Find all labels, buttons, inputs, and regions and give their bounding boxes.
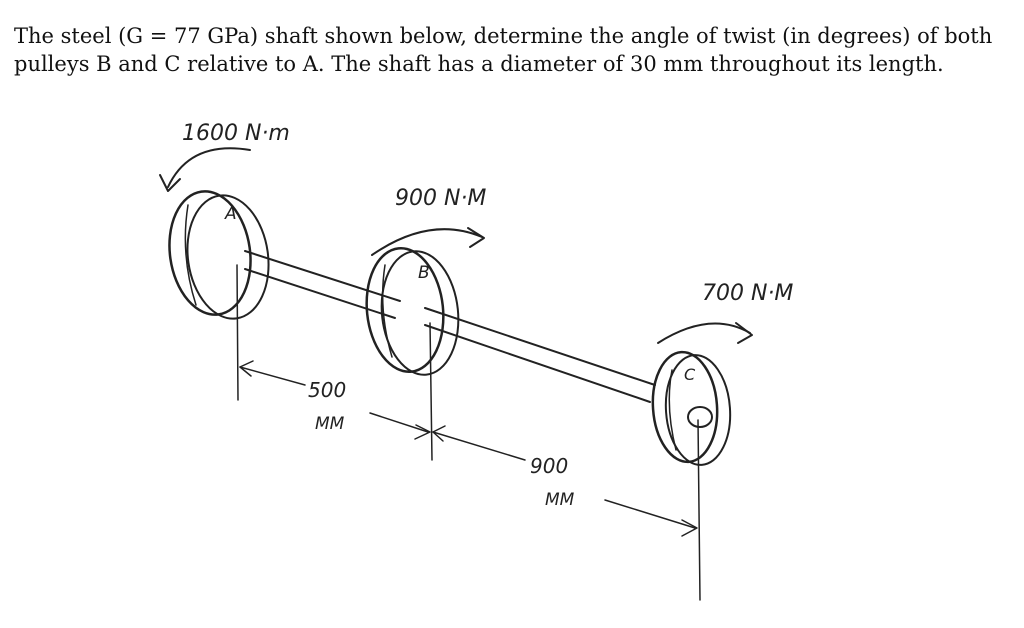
shaft-diagram: A B C 1600 N·m 900 N·M 700 N·M — [159, 121, 793, 601]
label-c: C — [684, 365, 696, 384]
dim-ab-value: 500 — [308, 378, 346, 402]
pulley-c — [651, 350, 732, 466]
dimension-line-ab — [239, 360, 431, 440]
extension-line-c — [697, 419, 701, 601]
dimension-line-bc — [432, 425, 698, 537]
dim-bc-value: 900 — [530, 454, 568, 478]
pulley-a — [168, 190, 270, 320]
shaft-ab-top-edge — [244, 250, 401, 302]
shaft-bc-bottom-edge — [424, 324, 651, 403]
shaft-bc-top-edge — [424, 307, 656, 386]
dim-ab-unit: MM — [315, 414, 345, 434]
extension-line-a — [236, 264, 239, 401]
torque-b-label: 900 N·M — [395, 186, 486, 211]
torque-c-label: 700 N·M — [702, 281, 793, 306]
dim-bc-unit: MM — [545, 490, 575, 510]
label-b: B — [418, 263, 430, 283]
extension-line-b — [429, 322, 433, 461]
pulley-b — [365, 246, 460, 376]
torque-a-label: 1600 N·m — [182, 121, 290, 146]
problem-statement: The steel (G = 77 GPa) shaft shown below… — [14, 22, 1014, 78]
problem-line-2: pulleys B and C relative to A. The shaft… — [14, 52, 944, 76]
problem-line-1: The steel (G = 77 GPa) shaft shown below… — [14, 24, 993, 48]
torque-arrow-c — [657, 322, 753, 344]
torque-arrow-a — [159, 147, 251, 192]
label-a: A — [224, 204, 237, 224]
shaft-ab-bottom-edge — [244, 268, 396, 319]
torque-arrow-b — [371, 227, 485, 256]
